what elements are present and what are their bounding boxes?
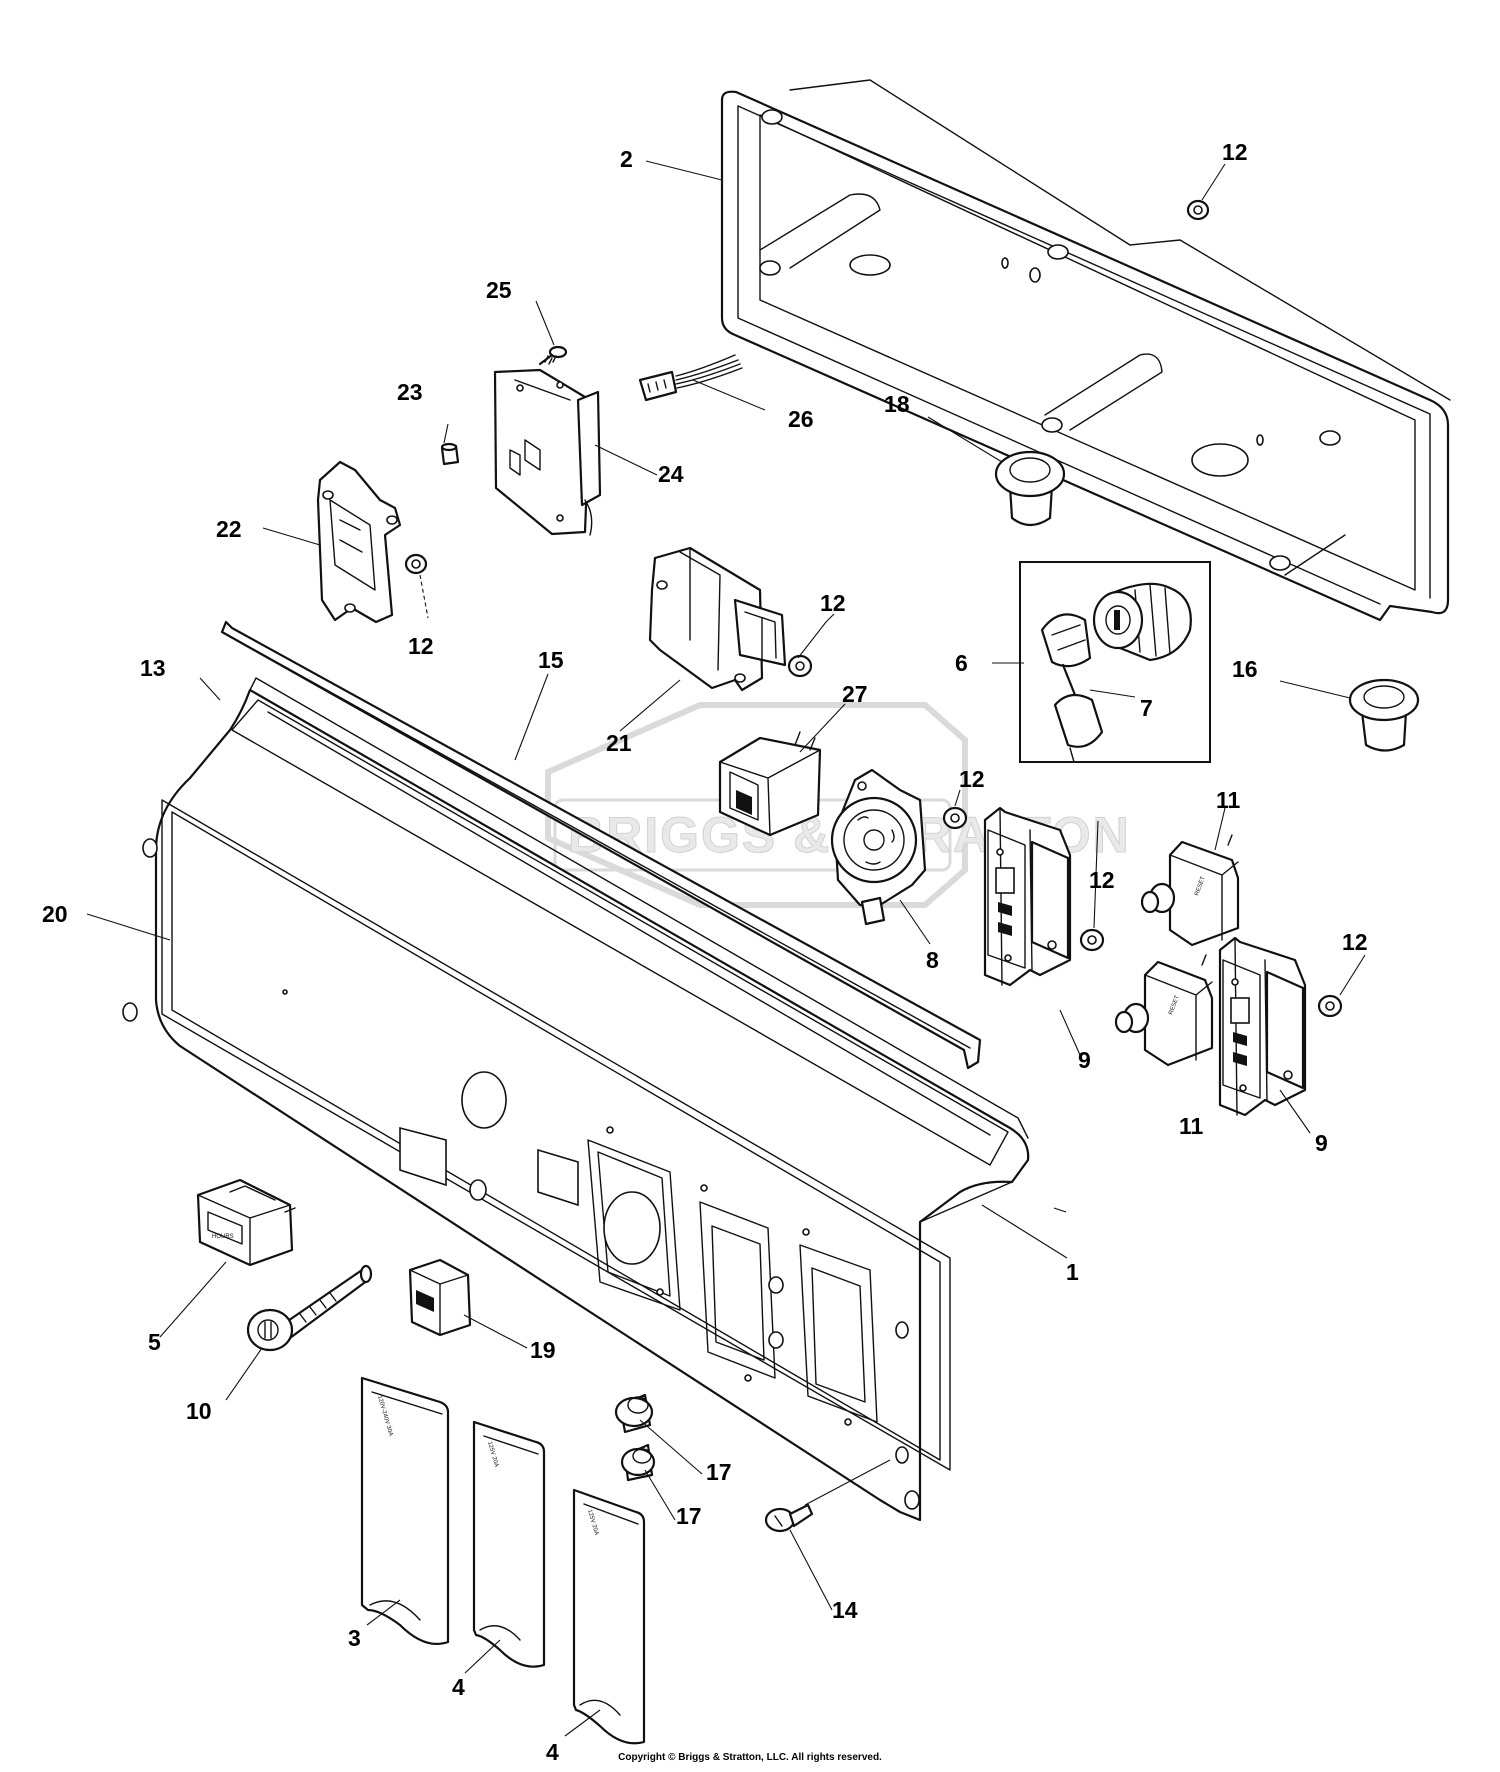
part-23-pin xyxy=(440,442,460,466)
key-switch-body xyxy=(1092,582,1192,662)
callout-21: 21 xyxy=(606,730,632,756)
callout-11-a: 11 xyxy=(1216,787,1241,813)
callout-1: 1 xyxy=(1066,1259,1079,1285)
part-12-nut-b xyxy=(404,553,429,619)
callout-11-b: 11 xyxy=(1179,1113,1204,1139)
part-10-starter-shaft xyxy=(246,1264,373,1352)
callout-8: 8 xyxy=(926,947,939,973)
callout-10: 10 xyxy=(186,1398,212,1424)
callout-20: 20 xyxy=(42,901,68,927)
callout-labels: 2 12 25 26 18 23 24 22 12 12 6 7 16 13 1… xyxy=(42,139,1368,1765)
part-4-outlet-cover-b: 125V 20A xyxy=(572,1488,646,1745)
callout-7: 7 xyxy=(1140,695,1153,721)
hour-meter-label: HOURS xyxy=(212,1234,234,1240)
callout-12-d: 12 xyxy=(959,766,985,792)
part-11-breaker-b: RESET xyxy=(1114,954,1214,1067)
callout-12-e: 12 xyxy=(1089,867,1115,893)
part-11-breaker-a: RESET xyxy=(1140,834,1240,947)
callout-17-a: 17 xyxy=(706,1459,732,1485)
part-12-nut-d xyxy=(942,806,968,830)
leader-lines xyxy=(86,160,1366,1737)
part-9-gfci-receptacle-a xyxy=(983,806,1072,987)
callout-12-f: 12 xyxy=(1342,929,1368,955)
part-9-gfci-receptacle-b xyxy=(1218,936,1307,1117)
callout-25: 25 xyxy=(486,277,512,303)
part-15-gasket xyxy=(220,620,982,1070)
part-5-hour-meter: HOURS xyxy=(196,1178,296,1267)
callout-23: 23 xyxy=(397,379,423,405)
callout-16: 16 xyxy=(1232,656,1258,682)
part-2-housing xyxy=(720,79,1451,622)
part-8-twist-lock-receptacle xyxy=(830,768,927,926)
part-17-knob-a xyxy=(614,1393,654,1434)
callout-19: 19 xyxy=(530,1337,556,1363)
callout-18: 18 xyxy=(884,391,910,417)
callout-4-a: 4 xyxy=(452,1674,465,1700)
part-12-nut-c xyxy=(787,654,813,678)
callout-12-b: 12 xyxy=(408,633,434,659)
part-18-grommet xyxy=(994,450,1066,527)
part-25-screw xyxy=(538,345,568,366)
callout-17-b: 17 xyxy=(676,1503,702,1529)
part-21-module xyxy=(648,546,787,692)
callout-22: 22 xyxy=(216,516,242,542)
part-14-screw xyxy=(764,1503,814,1533)
part-3-outlet-cover: 120V-240V 30A xyxy=(360,1376,450,1646)
part-26-harness xyxy=(638,354,743,402)
callout-9-b: 9 xyxy=(1315,1130,1328,1156)
callout-9-a: 9 xyxy=(1078,1047,1091,1073)
part-4-outlet-cover-a: 125V 20A xyxy=(472,1420,546,1668)
part-22-bracket xyxy=(316,460,402,624)
callout-5: 5 xyxy=(148,1329,161,1355)
callout-14: 14 xyxy=(832,1597,858,1623)
callout-3: 3 xyxy=(348,1625,361,1651)
part-19-switch xyxy=(408,1258,472,1337)
part-24-circuit-board xyxy=(493,368,602,536)
callout-6: 6 xyxy=(955,650,968,676)
callout-13: 13 xyxy=(140,655,166,681)
callout-15: 15 xyxy=(538,647,564,673)
callout-12-c: 12 xyxy=(820,590,846,616)
callout-2: 2 xyxy=(620,146,633,172)
callout-4-b: 4 xyxy=(546,1739,559,1765)
part-12-nut-a xyxy=(1186,199,1210,221)
callout-12-a: 12 xyxy=(1222,139,1248,165)
part-1-control-panel xyxy=(122,677,1030,1522)
callout-27: 27 xyxy=(842,681,868,707)
copyright-notice: Copyright © Briggs & Stratton, LLC. All … xyxy=(618,1752,882,1763)
part-16-grommet xyxy=(1348,678,1420,752)
part-12-nut-e xyxy=(1079,928,1105,952)
part-12-nut-f xyxy=(1317,994,1343,1018)
part-7-key xyxy=(1040,613,1104,763)
part-17-knob-b xyxy=(620,1443,656,1482)
part-6-key-switch-kit xyxy=(1019,561,1211,763)
callout-24: 24 xyxy=(658,461,684,487)
callout-26: 26 xyxy=(788,406,814,432)
part-27-rocker-switch xyxy=(718,731,822,837)
